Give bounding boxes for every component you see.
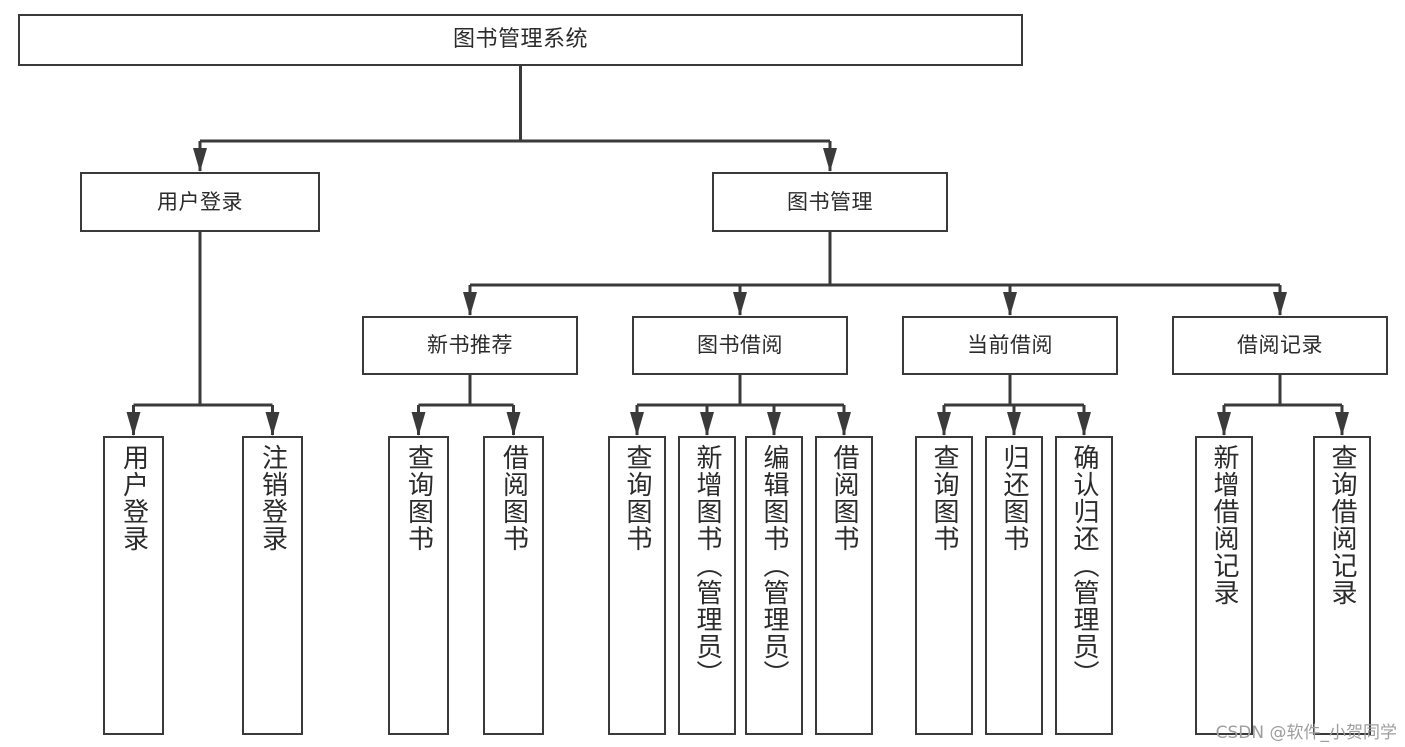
- node-leaf-edit-book-label: 编辑图书（管理员）: [759, 444, 789, 687]
- node-leaf-borrow-book-2[interactable]: 借阅图书: [815, 436, 873, 735]
- node-leaf-return-book[interactable]: 归还图书: [985, 436, 1043, 735]
- node-book-borrow[interactable]: 图书借阅: [632, 316, 848, 375]
- node-leaf-add-record[interactable]: 新增借阅记录: [1195, 436, 1253, 735]
- node-new-book-recommend-label: 新书推荐: [427, 333, 513, 358]
- node-new-book-recommend[interactable]: 新书推荐: [362, 316, 578, 375]
- node-leaf-add-book[interactable]: 新增图书（管理员）: [678, 436, 736, 735]
- node-leaf-borrow-book-1[interactable]: 借阅图书: [483, 436, 544, 735]
- node-leaf-add-record-label: 新增借阅记录: [1209, 444, 1239, 606]
- node-leaf-return-book-label: 归还图书: [999, 444, 1029, 552]
- node-book-borrow-label: 图书借阅: [697, 333, 783, 358]
- node-user-login-label: 用户登录: [157, 189, 243, 214]
- node-leaf-query-record-label: 查询借阅记录: [1327, 444, 1357, 606]
- node-leaf-confirm-return[interactable]: 确认归还（管理员）: [1055, 436, 1113, 735]
- node-leaf-logout-label: 注销登录: [257, 444, 288, 552]
- node-leaf-user-login[interactable]: 用户登录: [103, 436, 164, 735]
- node-leaf-borrow-book-2-label: 借阅图书: [829, 444, 859, 552]
- node-leaf-logout[interactable]: 注销登录: [242, 436, 303, 735]
- node-leaf-user-login-label: 用户登录: [118, 444, 149, 552]
- node-leaf-confirm-return-label: 确认归还（管理员）: [1069, 444, 1099, 687]
- node-leaf-query-book-3[interactable]: 查询图书: [915, 436, 973, 735]
- node-leaf-add-book-label: 新增图书（管理员）: [692, 444, 722, 687]
- node-leaf-query-book-3-label: 查询图书: [929, 444, 959, 552]
- node-current-borrow-label: 当前借阅: [967, 333, 1053, 358]
- node-leaf-edit-book[interactable]: 编辑图书（管理员）: [745, 436, 803, 735]
- node-root-label: 图书管理系统: [452, 27, 588, 53]
- node-borrow-record-label: 借阅记录: [1237, 333, 1323, 358]
- node-user-login[interactable]: 用户登录: [80, 172, 320, 232]
- node-book-manage[interactable]: 图书管理: [712, 172, 948, 232]
- node-leaf-query-book-1[interactable]: 查询图书: [388, 436, 449, 735]
- node-root[interactable]: 图书管理系统: [18, 14, 1023, 66]
- node-current-borrow[interactable]: 当前借阅: [902, 316, 1118, 375]
- node-book-manage-label: 图书管理: [787, 189, 873, 214]
- node-borrow-record[interactable]: 借阅记录: [1172, 316, 1388, 375]
- node-leaf-query-book-2[interactable]: 查询图书: [608, 436, 666, 735]
- node-leaf-query-record[interactable]: 查询借阅记录: [1313, 436, 1371, 735]
- node-leaf-borrow-book-1-label: 借阅图书: [498, 444, 529, 552]
- node-leaf-query-book-1-label: 查询图书: [403, 444, 434, 552]
- node-leaf-query-book-2-label: 查询图书: [622, 444, 652, 552]
